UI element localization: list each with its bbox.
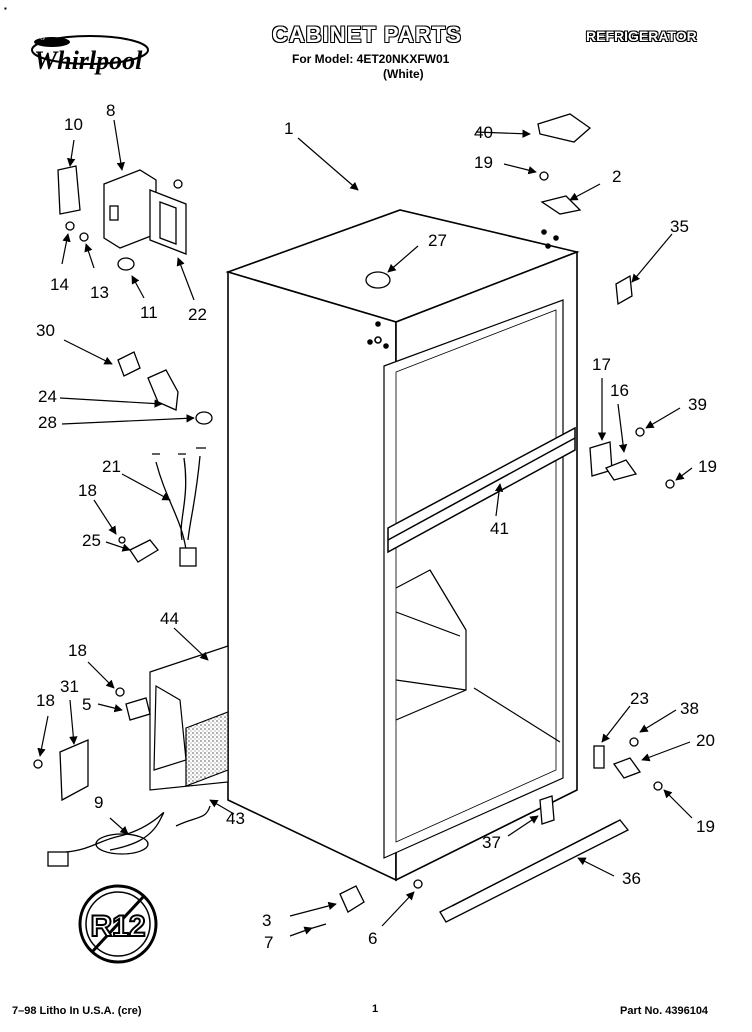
callout-28: 28 (38, 413, 57, 432)
cabinet-shell (225, 209, 580, 882)
leader-arrows (37, 119, 693, 937)
back-panel (149, 645, 229, 791)
callout-19b: 19 (698, 457, 717, 476)
brand-name: Whirlpool (34, 46, 143, 75)
callout-27: 27 (428, 231, 447, 250)
callout-13: 13 (90, 283, 109, 302)
callout-41: 41 (490, 519, 509, 538)
page-title: CABINET PARTS (272, 22, 462, 47)
brand-swoosh-icon (31, 35, 149, 65)
callout-labels: 1 2 3 5 6 7 8 9 10 11 13 14 16 17 18 18 … (36, 101, 717, 952)
part-shapes (33, 113, 675, 931)
brand-mark: ® (40, 35, 46, 42)
callout-24: 24 (38, 387, 57, 406)
divider-rail (387, 426, 576, 554)
callout-11: 11 (140, 303, 158, 322)
callout-23: 23 (630, 689, 649, 708)
r12-badge-text: R12 (90, 910, 145, 943)
page-number: 1 (372, 1003, 379, 1015)
callout-10: 10 (64, 115, 83, 134)
callout-3: 3 (262, 911, 271, 930)
callout-21: 21 (102, 457, 121, 476)
callout-5: 5 (82, 695, 91, 714)
callout-30: 30 (36, 321, 55, 340)
callout-18b: 18 (36, 691, 55, 710)
callout-35: 35 (670, 217, 689, 236)
callout-19c: 19 (696, 817, 715, 836)
corner-mark: ▪ (4, 4, 7, 13)
inner-liner (395, 569, 561, 743)
brand-logo: ® Whirlpool (28, 30, 158, 80)
callout-18c: 18 (78, 481, 97, 500)
callout-39: 39 (688, 395, 707, 414)
callout-40: 40 (474, 123, 493, 142)
callout-2: 2 (612, 167, 621, 186)
category-label: REFRIGERATOR (586, 28, 697, 44)
callout-14: 14 (50, 275, 69, 294)
color-line: (White) (383, 67, 424, 81)
r12-badge: R12 (78, 884, 158, 964)
callout-18a: 18 (68, 641, 87, 660)
litho-note: 7–98 Litho In U.S.A. (cre) (12, 1005, 142, 1017)
callout-31: 31 (60, 677, 79, 696)
callout-37: 37 (482, 833, 501, 852)
callout-44: 44 (160, 609, 179, 628)
model-line: For Model: 4ET20NKXFW01 (292, 52, 450, 66)
part-number: Part No. 4396104 (620, 1005, 709, 1017)
callout-6: 6 (368, 929, 377, 948)
callout-8: 8 (106, 101, 115, 120)
callout-1: 1 (284, 119, 293, 138)
callout-25: 25 (82, 531, 101, 550)
callout-7: 7 (264, 933, 273, 952)
callout-19a: 19 (474, 153, 493, 172)
callout-17: 17 (592, 355, 611, 374)
callout-9: 9 (94, 793, 103, 812)
callout-16: 16 (610, 381, 629, 400)
callout-38: 38 (680, 699, 699, 718)
callout-43: 43 (226, 809, 245, 828)
callout-22: 22 (188, 305, 207, 324)
callout-36: 36 (622, 869, 641, 888)
callout-20: 20 (696, 731, 715, 750)
